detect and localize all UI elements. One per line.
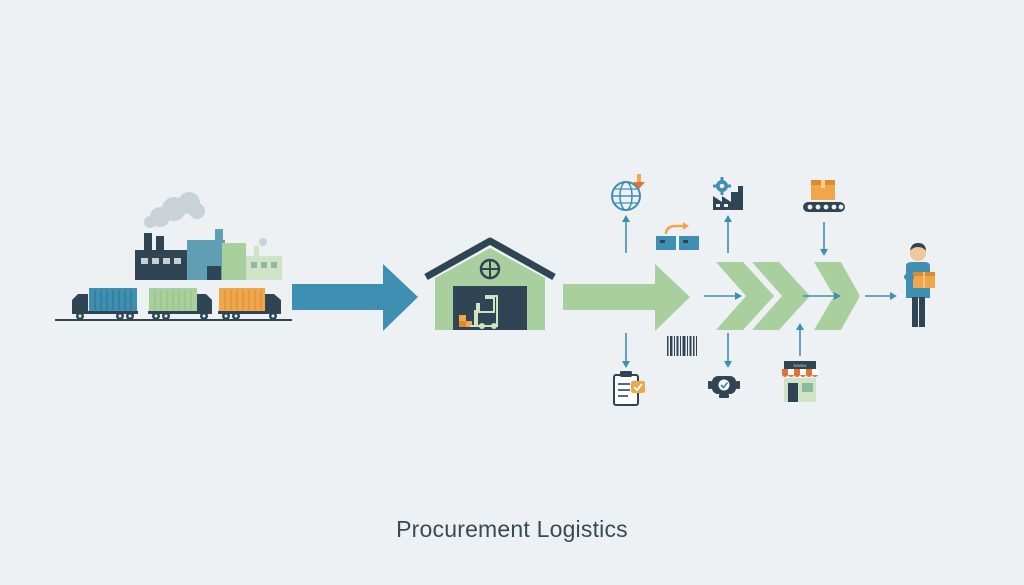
diagram-caption: Procurement Logistics <box>396 516 628 542</box>
clipboard-check-icon <box>613 371 645 406</box>
globe-icon <box>611 174 645 211</box>
store-icon: ≈≈≈≈ <box>782 361 818 402</box>
factory-icon <box>135 192 282 280</box>
smoke-icon <box>144 192 205 228</box>
truck-icon <box>72 288 281 320</box>
customer-icon <box>904 243 935 327</box>
flow-arrows <box>704 292 897 300</box>
outbound-arrow <box>563 264 690 331</box>
warehouse-icon <box>424 237 556 330</box>
conveyor-box-icon <box>803 180 845 212</box>
inbound-arrow <box>292 264 418 331</box>
factory-gear-icon <box>713 177 743 210</box>
tracking-device-icon <box>708 376 740 398</box>
connector-arrows <box>622 215 828 368</box>
barcode-icon <box>667 336 697 356</box>
exchange-icon <box>656 222 699 250</box>
forklift-icon <box>459 295 498 329</box>
store-sign: ≈≈≈≈ <box>793 364 807 370</box>
